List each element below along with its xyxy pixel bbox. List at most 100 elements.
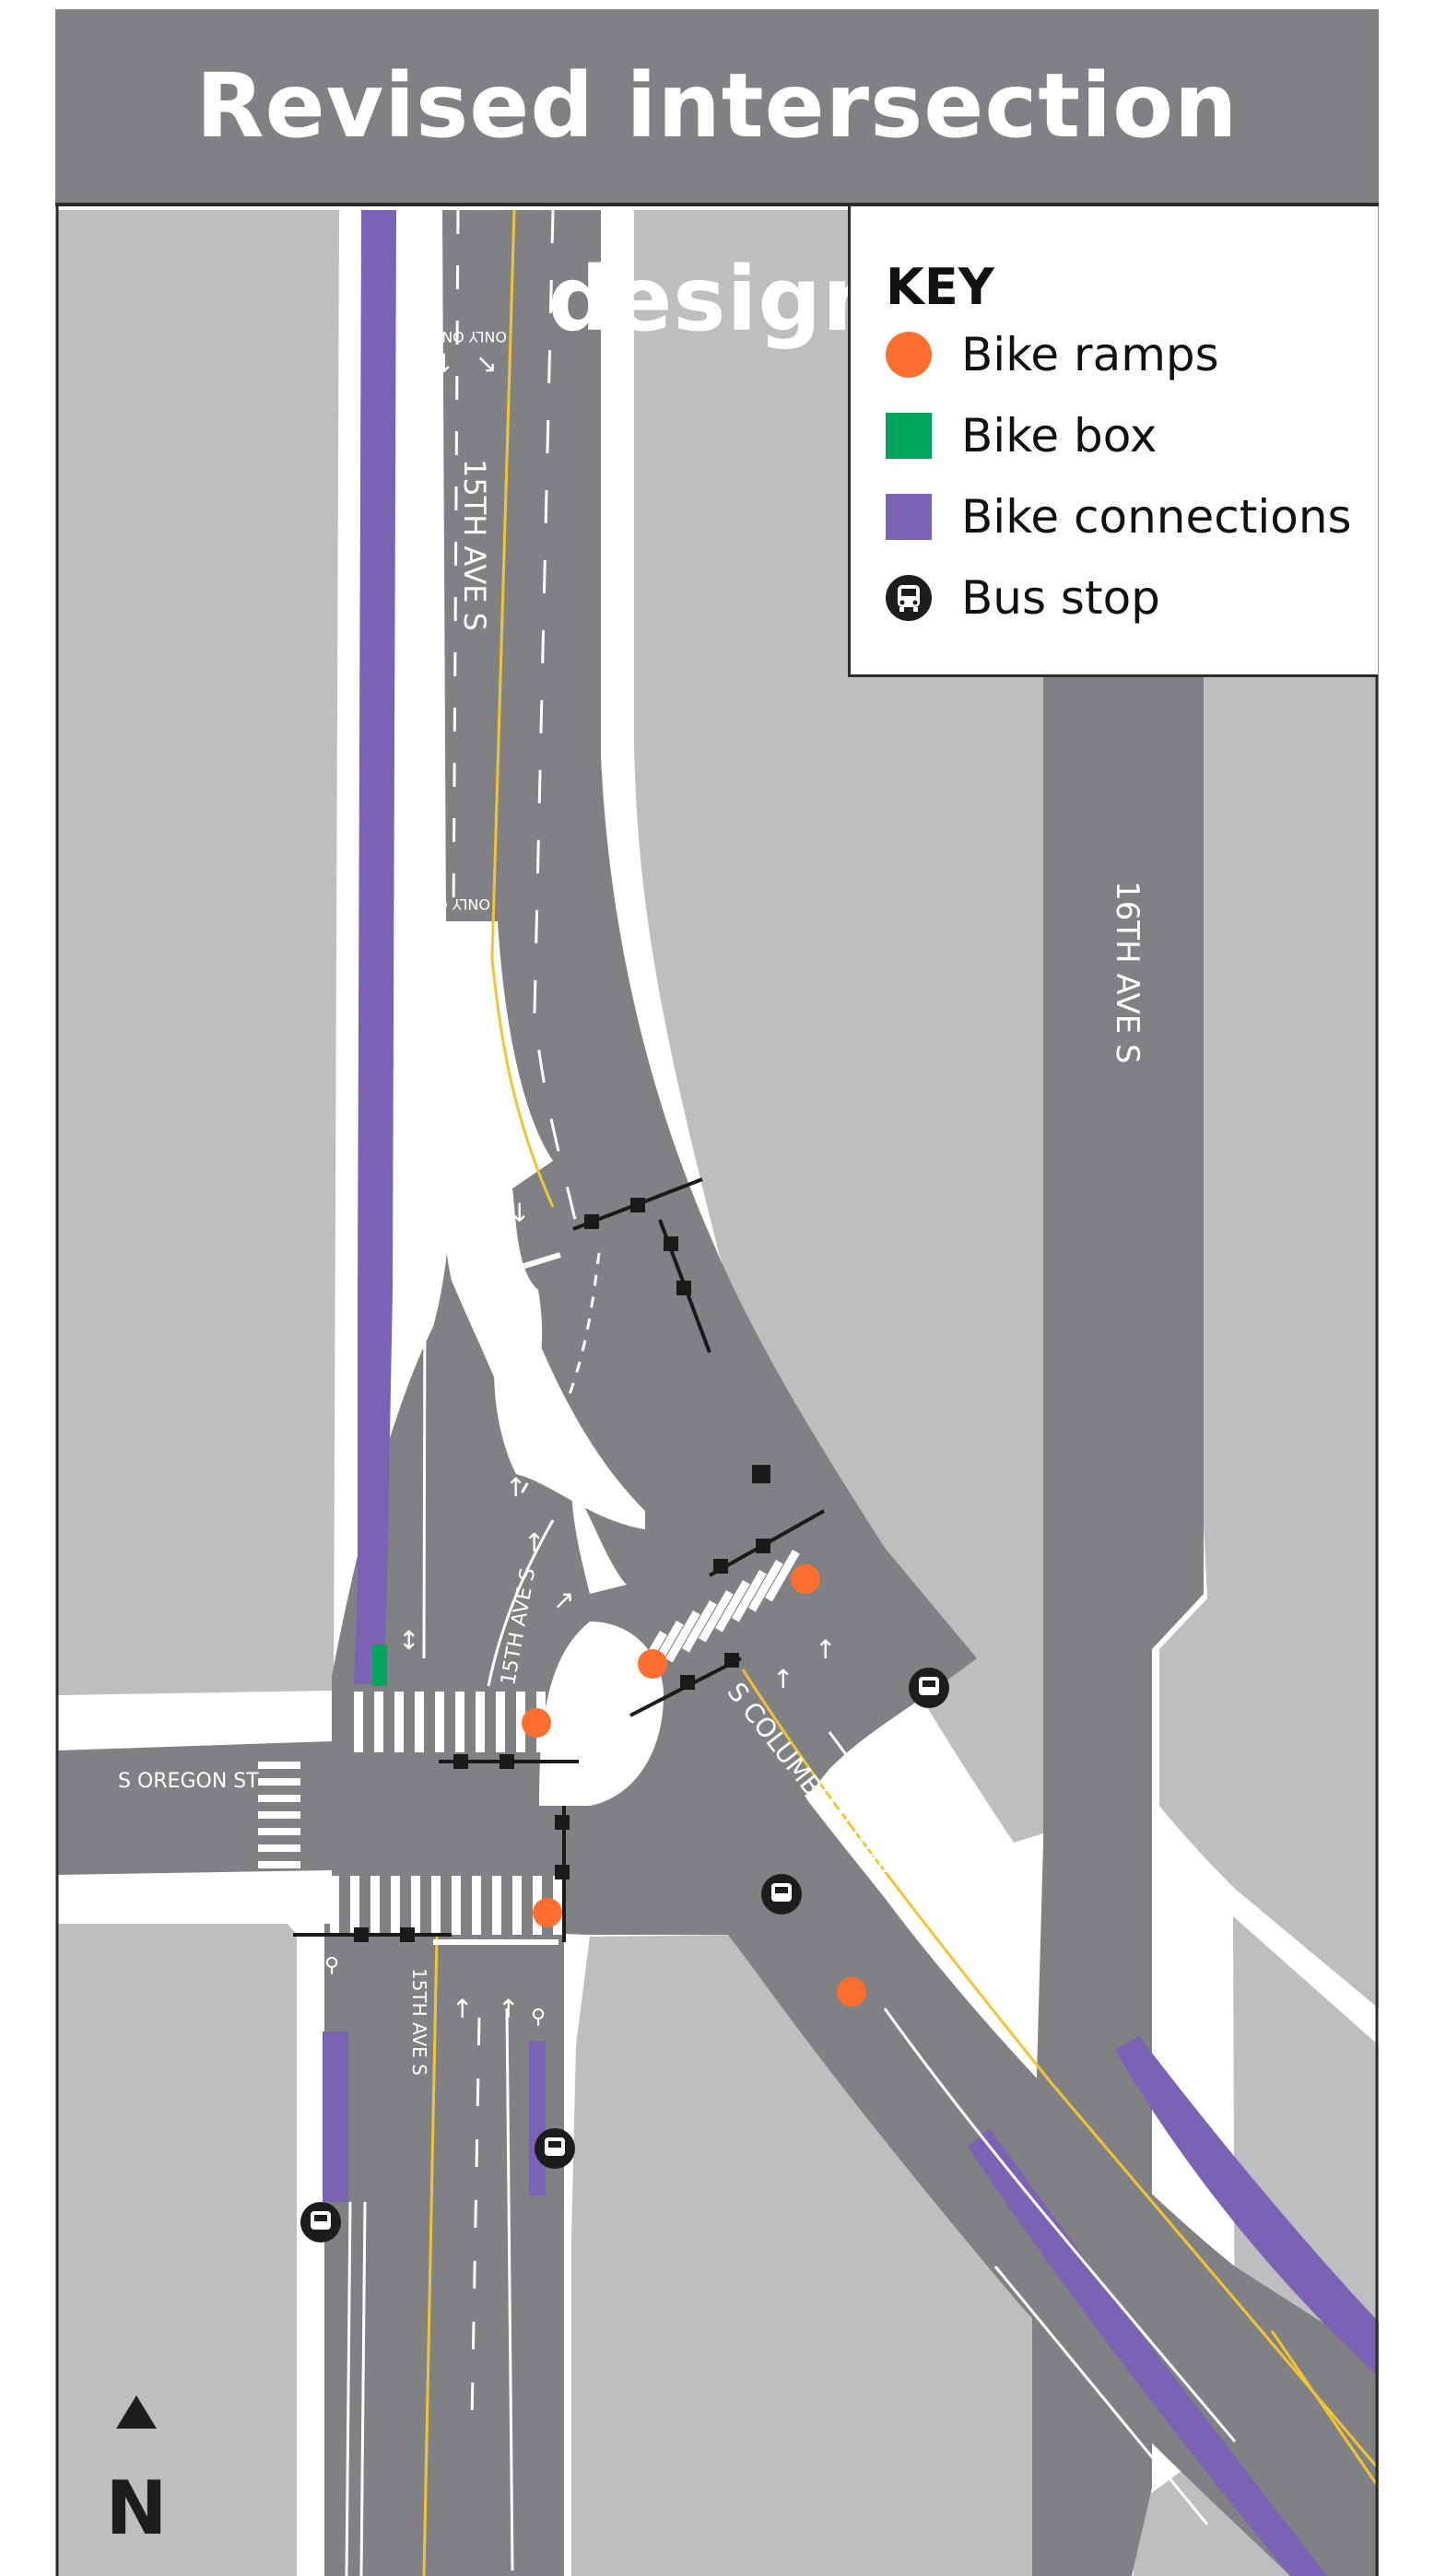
block-northeast — [634, 210, 1043, 1843]
centerlines — [422, 209, 1381, 2576]
crosswalk-stripe — [258, 1778, 300, 1786]
laneline-15th-north-a — [422, 209, 429, 1659]
bike-lanes — [323, 210, 1379, 2576]
signal-head — [400, 1927, 415, 1942]
signal-head — [584, 1214, 599, 1229]
bike-ramp — [837, 1977, 866, 2007]
crosswalk-stripe — [665, 1610, 700, 1663]
laneline-columbian-b — [883, 2008, 1237, 2442]
block-northwest — [57, 210, 339, 1695]
bike-lane-15th-north — [354, 210, 396, 1684]
laneline-15th-north-c — [452, 209, 460, 922]
key-label: Bike connections — [961, 490, 1352, 544]
crosswalk-stripe — [512, 1876, 522, 1935]
lane-arrows: ↓ ↘ ↓ ↘ ↓ ↑ ↑ ↗ ↕ ↑ ↑ ↑ ↑ ⚲ ⚲ — [324, 348, 836, 2029]
bicycle-icon: ⚲ — [531, 2006, 546, 2029]
bike-ramp — [791, 1564, 820, 1594]
arrow-icon: ↓ — [433, 348, 454, 379]
key-label: Bike box — [961, 409, 1158, 463]
title-banner: Revised intersection design — [55, 9, 1379, 351]
pavement-marking-only: ONLY ONLY — [409, 896, 490, 913]
road-15th-north — [332, 210, 977, 1927]
signals — [293, 1177, 825, 1942]
signal-head — [680, 1675, 695, 1690]
crosswalk-stripe — [391, 1876, 400, 1935]
bike-lane-columbian-west — [968, 2128, 1327, 2576]
bus-stop-icon — [300, 2202, 341, 2242]
street-label-15th-south: 15TH AVE S — [408, 1968, 430, 2076]
laneline-channel — [514, 1252, 601, 1503]
bus-stop-icon — [535, 2128, 575, 2169]
bike-ramps — [522, 1564, 866, 2007]
key-label: Bus stop — [961, 571, 1160, 625]
crosswalk-stripe — [374, 1692, 383, 1752]
bike-box-marker — [372, 1645, 387, 1686]
crosswalk-stripe — [452, 1876, 461, 1935]
north-arrow-icon: N — [106, 2395, 167, 2551]
bus-stop-icon — [909, 1668, 949, 1708]
arrow-icon: ↑ — [772, 1664, 793, 1694]
crosswalk-stripe — [435, 1692, 444, 1752]
crosswalk-stripe — [496, 1692, 505, 1752]
signal-head — [713, 1559, 728, 1574]
arrow-icon: ↘ — [476, 348, 497, 379]
signal-head — [500, 1754, 514, 1769]
purple-square-icon — [886, 494, 932, 540]
laneline-mid — [487, 1519, 555, 1687]
crosswalk-stripe — [748, 1560, 783, 1612]
map-key: KEY Bike ramps Bike box Bike connections… — [848, 206, 1378, 677]
crosswalk-stripe — [516, 1692, 525, 1752]
block-southwest — [57, 1924, 297, 2576]
crosswalk-stripe — [258, 1828, 300, 1835]
crosswalk-stripe — [472, 1876, 481, 1935]
laneline-15th-north-b — [431, 209, 439, 922]
crosswalk-stripe — [330, 1876, 339, 1935]
crosswalks — [258, 1550, 800, 1935]
crosswalk-stripe — [765, 1550, 800, 1602]
signal-head — [752, 1465, 770, 1483]
laneline-15th-south-a — [470, 2017, 481, 2424]
arrow-icon: ↑ — [498, 1994, 519, 2024]
city-blocks — [57, 210, 1379, 2576]
crosswalk-stripe — [431, 1876, 441, 1935]
arrow-icon: ↓ — [509, 1198, 530, 1228]
road-15th-south — [324, 1924, 564, 2576]
island-wedge — [571, 1483, 627, 1594]
crosswalk-stripe — [699, 1590, 734, 1643]
crosswalk-stripe — [370, 1876, 380, 1935]
bus-icon — [886, 575, 932, 621]
bike-ramp — [533, 1898, 562, 1927]
crosswalk-west — [258, 1762, 300, 1868]
laneline-15th-south-b — [505, 2008, 514, 2571]
arrow-icon: ↑ — [815, 1634, 836, 1665]
north-label: N — [109, 2465, 164, 2543]
north-arrow: N — [106, 2395, 167, 2551]
crosswalk-stripe — [476, 1692, 485, 1752]
crosswalk-stripe — [732, 1570, 767, 1622]
signal-head — [756, 1539, 770, 1553]
crosswalk-stripe — [350, 1876, 359, 1935]
bus-stops — [300, 1668, 949, 2242]
laneline-15th-south-c — [345, 2201, 352, 2576]
crosswalk-stripe — [415, 1692, 424, 1752]
centerline-columbian-b — [1270, 2330, 1381, 2488]
signal-head — [354, 1927, 369, 1942]
crosswalk-stripe — [455, 1692, 464, 1752]
islands — [441, 921, 664, 1806]
crosswalk-stripe — [258, 1844, 300, 1852]
centerline-15th-north — [490, 209, 555, 1208]
crosswalk-stripe — [258, 1762, 300, 1769]
signal-head — [664, 1236, 678, 1251]
stop-bar-15th-north — [511, 1252, 561, 1272]
block-south-center — [571, 1935, 1032, 2576]
crosswalk-stripe — [258, 1795, 300, 1802]
bike-lane-15th-south-west — [323, 2032, 348, 2202]
road-oregon — [57, 1741, 332, 1875]
pavement-marking-only: ONLY ONLY — [426, 328, 507, 345]
bus-stop-icon — [761, 1874, 802, 1914]
island-channel — [494, 1285, 645, 1529]
street-label-oregon: S OREGON ST — [118, 1770, 259, 1793]
green-square-icon — [886, 413, 932, 459]
street-label-16th: 16TH AVE S — [1109, 881, 1146, 1064]
arrow-icon: ↑ — [523, 1528, 545, 1558]
